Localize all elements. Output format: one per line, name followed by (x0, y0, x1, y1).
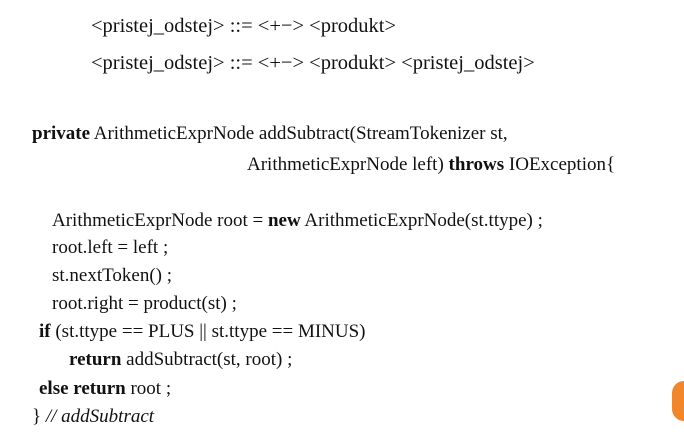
code-signature-line-2: ArithmeticExprNode left) throws IOExcept… (247, 154, 615, 176)
code-line-root-right: root.right = product(st) ; (52, 293, 237, 314)
grammar-rule-2: <pristej_odstej> ::= <+−> <produkt> <pri… (91, 52, 535, 74)
side-tab-marker (672, 381, 684, 421)
code-text: addSubtract(st, root) ; (121, 349, 293, 370)
code-line-next-token: st.nextToken() ; (52, 265, 173, 286)
code-line-root-left: root.left = left ; (52, 237, 169, 258)
keyword-if: if (39, 321, 51, 342)
code-line-if: if (st.ttype == PLUS || st.ttype == MINU… (39, 321, 366, 343)
keyword-else-return: else return (39, 378, 126, 399)
code-line-else: else return root ; (39, 378, 171, 400)
code-text: ArithmeticExprNode root = (52, 210, 268, 231)
code-text: (st.ttype == PLUS || st.ttype == MINUS) (50, 321, 366, 342)
code-line-closing-brace: } // addSubtract (32, 406, 154, 428)
keyword-return: return (69, 349, 122, 370)
code-line-root-assign: ArithmeticExprNode root = new Arithmetic… (52, 210, 543, 232)
code-comment: // addSubtract (45, 406, 155, 427)
signature-text: ArithmeticExprNode addSubtract(StreamTok… (90, 123, 508, 144)
grammar-rule-1: <pristej_odstej> ::= <+−> <produkt> (91, 15, 397, 37)
signature-param-text: ArithmeticExprNode left) (247, 154, 449, 175)
keyword-new: new (267, 210, 301, 231)
code-line-return: return addSubtract(st, root) ; (69, 349, 292, 371)
code-text: ArithmeticExprNode(st.ttype) ; (300, 210, 543, 231)
keyword-throws: throws (448, 154, 505, 175)
code-text: root ; (125, 378, 172, 399)
signature-exception-text: IOException{ (504, 154, 616, 175)
closing-brace: } (32, 406, 46, 427)
code-signature-line-1: private ArithmeticExprNode addSubtract(S… (32, 123, 508, 145)
keyword-private: private (32, 123, 91, 144)
